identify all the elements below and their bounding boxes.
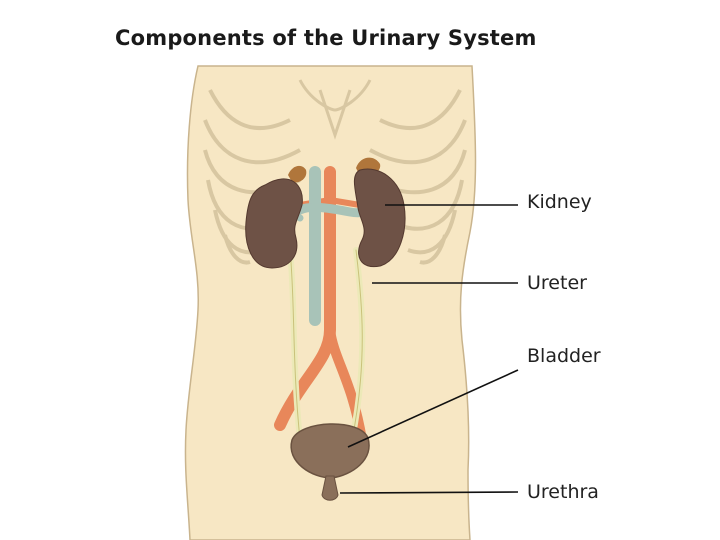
right-kidney: [353, 168, 406, 268]
bladder-organ: [290, 423, 370, 479]
urethra-leader-line: [339, 491, 519, 494]
label-kidney: Kidney: [527, 191, 592, 213]
label-urethra: Urethra: [527, 481, 599, 503]
diagram-title: Components of the Urinary System: [115, 26, 537, 50]
label-ureter: Ureter: [527, 272, 587, 294]
urethra-organ: [321, 475, 339, 501]
left-kidney: [245, 178, 303, 269]
leader-lines: [339, 204, 519, 494]
ureters: [287, 247, 366, 443]
bladder-leader-line: [347, 369, 519, 448]
left-adrenal-gland: [288, 165, 307, 183]
label-bladder: Bladder: [527, 345, 601, 367]
